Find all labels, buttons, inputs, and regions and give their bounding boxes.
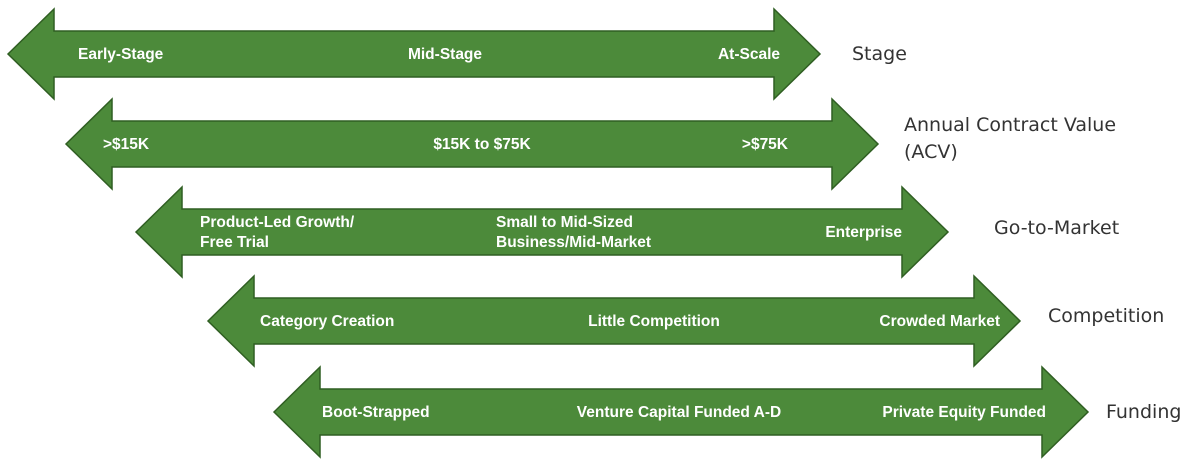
arrow-label-crowded-market: Crowded Market — [879, 313, 1000, 330]
arrow-label-venture-capital-funded-a-d: Venture Capital Funded A-D — [577, 404, 781, 421]
row-label-competition: Competition — [1048, 305, 1164, 327]
row-competition: Category Creation Little Competition Crowd… — [206, 274, 1164, 368]
row-stage: Early-Stage Mid-Stage At-Scale Stage — [6, 7, 907, 101]
arrow-label-mid-stage: Mid-Stage — [408, 46, 482, 63]
arrow-label-at-scale: At-Scale — [718, 46, 780, 63]
arrow-label-category-creation: Category Creation — [260, 313, 394, 330]
row-funding: Boot-Strapped Venture Capital Funded A-D P… — [272, 365, 1181, 459]
row-annual-contract-value: >$15K $15K to $75K >$75K Annual Contract Va… — [64, 97, 1116, 191]
arrow-label-boot-strapped: Boot-Strapped — [322, 404, 430, 421]
double-arrow-annual-contract-value — [64, 97, 880, 191]
arrow-label-little-competition: Little Competition — [588, 313, 720, 330]
arrow-label-early-stage: Early-Stage — [78, 46, 164, 63]
arrow-label-15k-to-75k: $15K to $75K — [433, 136, 531, 153]
arrow-label-product-led-growth-free-trial: Product-Led Growth/Free Trial — [200, 214, 355, 251]
row-label-annual-contract-value: Annual Contract Value(ACV) — [904, 114, 1116, 163]
row-label-stage: Stage — [852, 43, 907, 65]
row-label-funding: Funding — [1106, 401, 1181, 423]
row-go-to-market: Product-Led Growth/Free Trial Small to Mi… — [134, 185, 1119, 279]
arrow-label-enterprise: Enterprise — [825, 224, 902, 241]
arrow-label-75k: >$75K — [742, 136, 789, 153]
double-arrow-funding — [272, 365, 1090, 459]
double-arrow-stage — [6, 7, 822, 101]
arrow-label-private-equity-funded: Private Equity Funded — [882, 404, 1046, 421]
row-label-go-to-market: Go-to-Market — [994, 217, 1119, 239]
double-arrow-competition — [206, 274, 1022, 368]
double-arrow-go-to-market — [134, 185, 950, 279]
arrow-label-15k: >$15K — [103, 136, 150, 153]
